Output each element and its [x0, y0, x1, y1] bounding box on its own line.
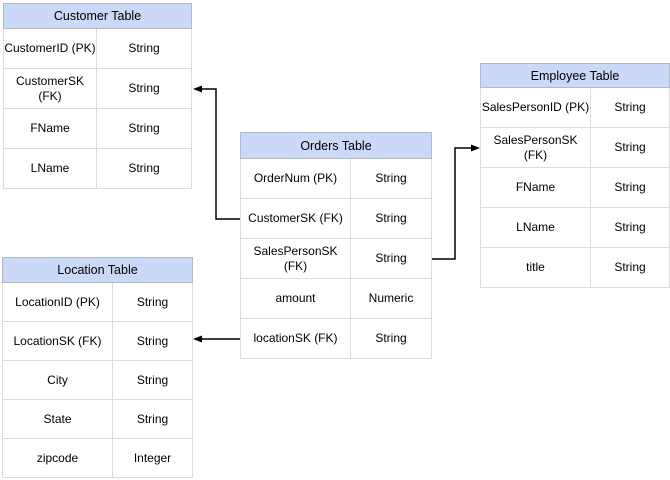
field-name: zipcode: [36, 450, 79, 465]
field-name: CustomerSK (FK): [248, 211, 343, 225]
orders-to-customer-connector: [202, 88, 240, 220]
employee-table: Employee Table SalesPersonID (PK) String…: [480, 63, 670, 288]
field-name: FName: [515, 180, 556, 194]
field-name-cell: LocationID (PK): [3, 283, 113, 322]
field-type-cell: String: [351, 319, 432, 359]
orders-table-header: Orders Table: [240, 132, 432, 159]
field-name: amount: [275, 291, 316, 305]
field-name: locationSK (FK): [253, 331, 338, 345]
field-name: LocationSK (FK): [13, 333, 102, 348]
field-type-cell: String: [351, 199, 432, 239]
field-type-cell: String: [591, 168, 670, 208]
field-type-cell: String: [97, 29, 192, 69]
field-name: State: [43, 411, 72, 426]
field-name-cell: CustomerSK (FK): [4, 69, 97, 109]
field-type: String: [375, 331, 407, 345]
field-name-cell: FName: [481, 168, 591, 208]
field-type-cell: String: [113, 361, 193, 400]
orders-table: Orders Table OrderNum (PK) String Custom…: [240, 132, 432, 359]
field-name: LName: [516, 220, 555, 234]
field-type: String: [136, 372, 169, 387]
field-name-cell: CustomerSK (FK): [241, 199, 351, 239]
field-type: String: [614, 260, 646, 274]
field-type-cell: String: [113, 400, 193, 439]
field-name: OrderNum (PK): [253, 171, 338, 185]
employee-table-body: SalesPersonID (PK) String SalesPersonSK …: [480, 88, 670, 288]
field-name: SalesPersonSK (FK): [253, 243, 338, 273]
field-type-cell: String: [591, 88, 670, 128]
location-table-header: Location Table: [2, 257, 193, 283]
customer-table-body: CustomerID (PK) String CustomerSK (FK) S…: [3, 29, 192, 189]
orders-to-location-arrowhead-icon: [193, 335, 202, 343]
field-type: Integer: [133, 450, 172, 465]
field-type-cell: String: [97, 109, 192, 149]
field-type: String: [136, 411, 169, 426]
field-name-cell: locationSK (FK): [241, 319, 351, 359]
field-name: CustomerID (PK): [4, 41, 96, 55]
field-name: LName: [30, 161, 70, 175]
location-table-body: LocationID (PK) String LocationSK (FK) S…: [2, 283, 193, 478]
field-name-cell: CustomerID (PK): [4, 29, 97, 69]
field-name-cell: SalesPersonID (PK): [481, 88, 591, 128]
orders-to-employee-connector: [432, 147, 471, 260]
field-name-cell: OrderNum (PK): [241, 159, 351, 199]
customer-table: Customer Table CustomerID (PK) String Cu…: [3, 3, 192, 189]
field-name-cell: LName: [481, 208, 591, 248]
field-type: String: [614, 220, 646, 234]
field-name-cell: title: [481, 248, 591, 288]
field-type: String: [375, 251, 407, 265]
field-type: String: [128, 161, 160, 175]
field-name-cell: SalesPersonSK (FK): [481, 128, 591, 168]
field-type: String: [136, 294, 169, 309]
customer-table-header: Customer Table: [3, 3, 192, 29]
field-type-cell: String: [351, 239, 432, 279]
field-type: String: [614, 100, 646, 114]
employee-table-header: Employee Table: [480, 63, 670, 88]
field-name: LocationID (PK): [15, 294, 100, 309]
field-name-cell: City: [3, 361, 113, 400]
field-name-cell: LName: [4, 149, 97, 189]
field-type-cell: String: [113, 322, 193, 361]
field-type: String: [375, 171, 407, 185]
field-type-cell: String: [591, 128, 670, 168]
field-name-cell: amount: [241, 279, 351, 319]
field-type-cell: Integer: [113, 439, 193, 478]
field-type: String: [128, 81, 160, 95]
field-name-cell: LocationSK (FK): [3, 322, 113, 361]
field-type-cell: Numeric: [351, 279, 432, 319]
field-name-cell: FName: [4, 109, 97, 149]
field-name-cell: SalesPersonSK (FK): [241, 239, 351, 279]
field-type: String: [128, 121, 160, 135]
field-name: SalesPersonSK (FK): [493, 132, 578, 162]
field-type: String: [614, 140, 646, 154]
location-table: Location Table LocationID (PK) String Lo…: [2, 257, 193, 478]
field-name: SalesPersonID (PK): [481, 100, 590, 114]
field-name-cell: zipcode: [3, 439, 113, 478]
field-name: FName: [30, 121, 70, 135]
field-name-cell: State: [3, 400, 113, 439]
field-type-cell: String: [113, 283, 193, 322]
field-type: String: [375, 211, 407, 225]
field-name: title: [526, 260, 545, 274]
field-name: City: [47, 372, 68, 387]
field-type-cell: String: [97, 149, 192, 189]
field-name: CustomerSK (FK): [15, 73, 85, 103]
orders-to-customer-arrowhead-icon: [193, 85, 202, 93]
field-type: Numeric: [368, 291, 414, 305]
field-type: String: [128, 41, 160, 55]
orders-table-body: OrderNum (PK) String CustomerSK (FK) Str…: [240, 159, 432, 359]
field-type-cell: String: [591, 208, 670, 248]
field-type-cell: String: [591, 248, 670, 288]
field-type-cell: String: [97, 69, 192, 109]
field-type-cell: String: [351, 159, 432, 199]
field-type: String: [614, 180, 646, 194]
field-type: String: [136, 333, 169, 348]
orders-to-employee-arrowhead-icon: [471, 144, 480, 152]
